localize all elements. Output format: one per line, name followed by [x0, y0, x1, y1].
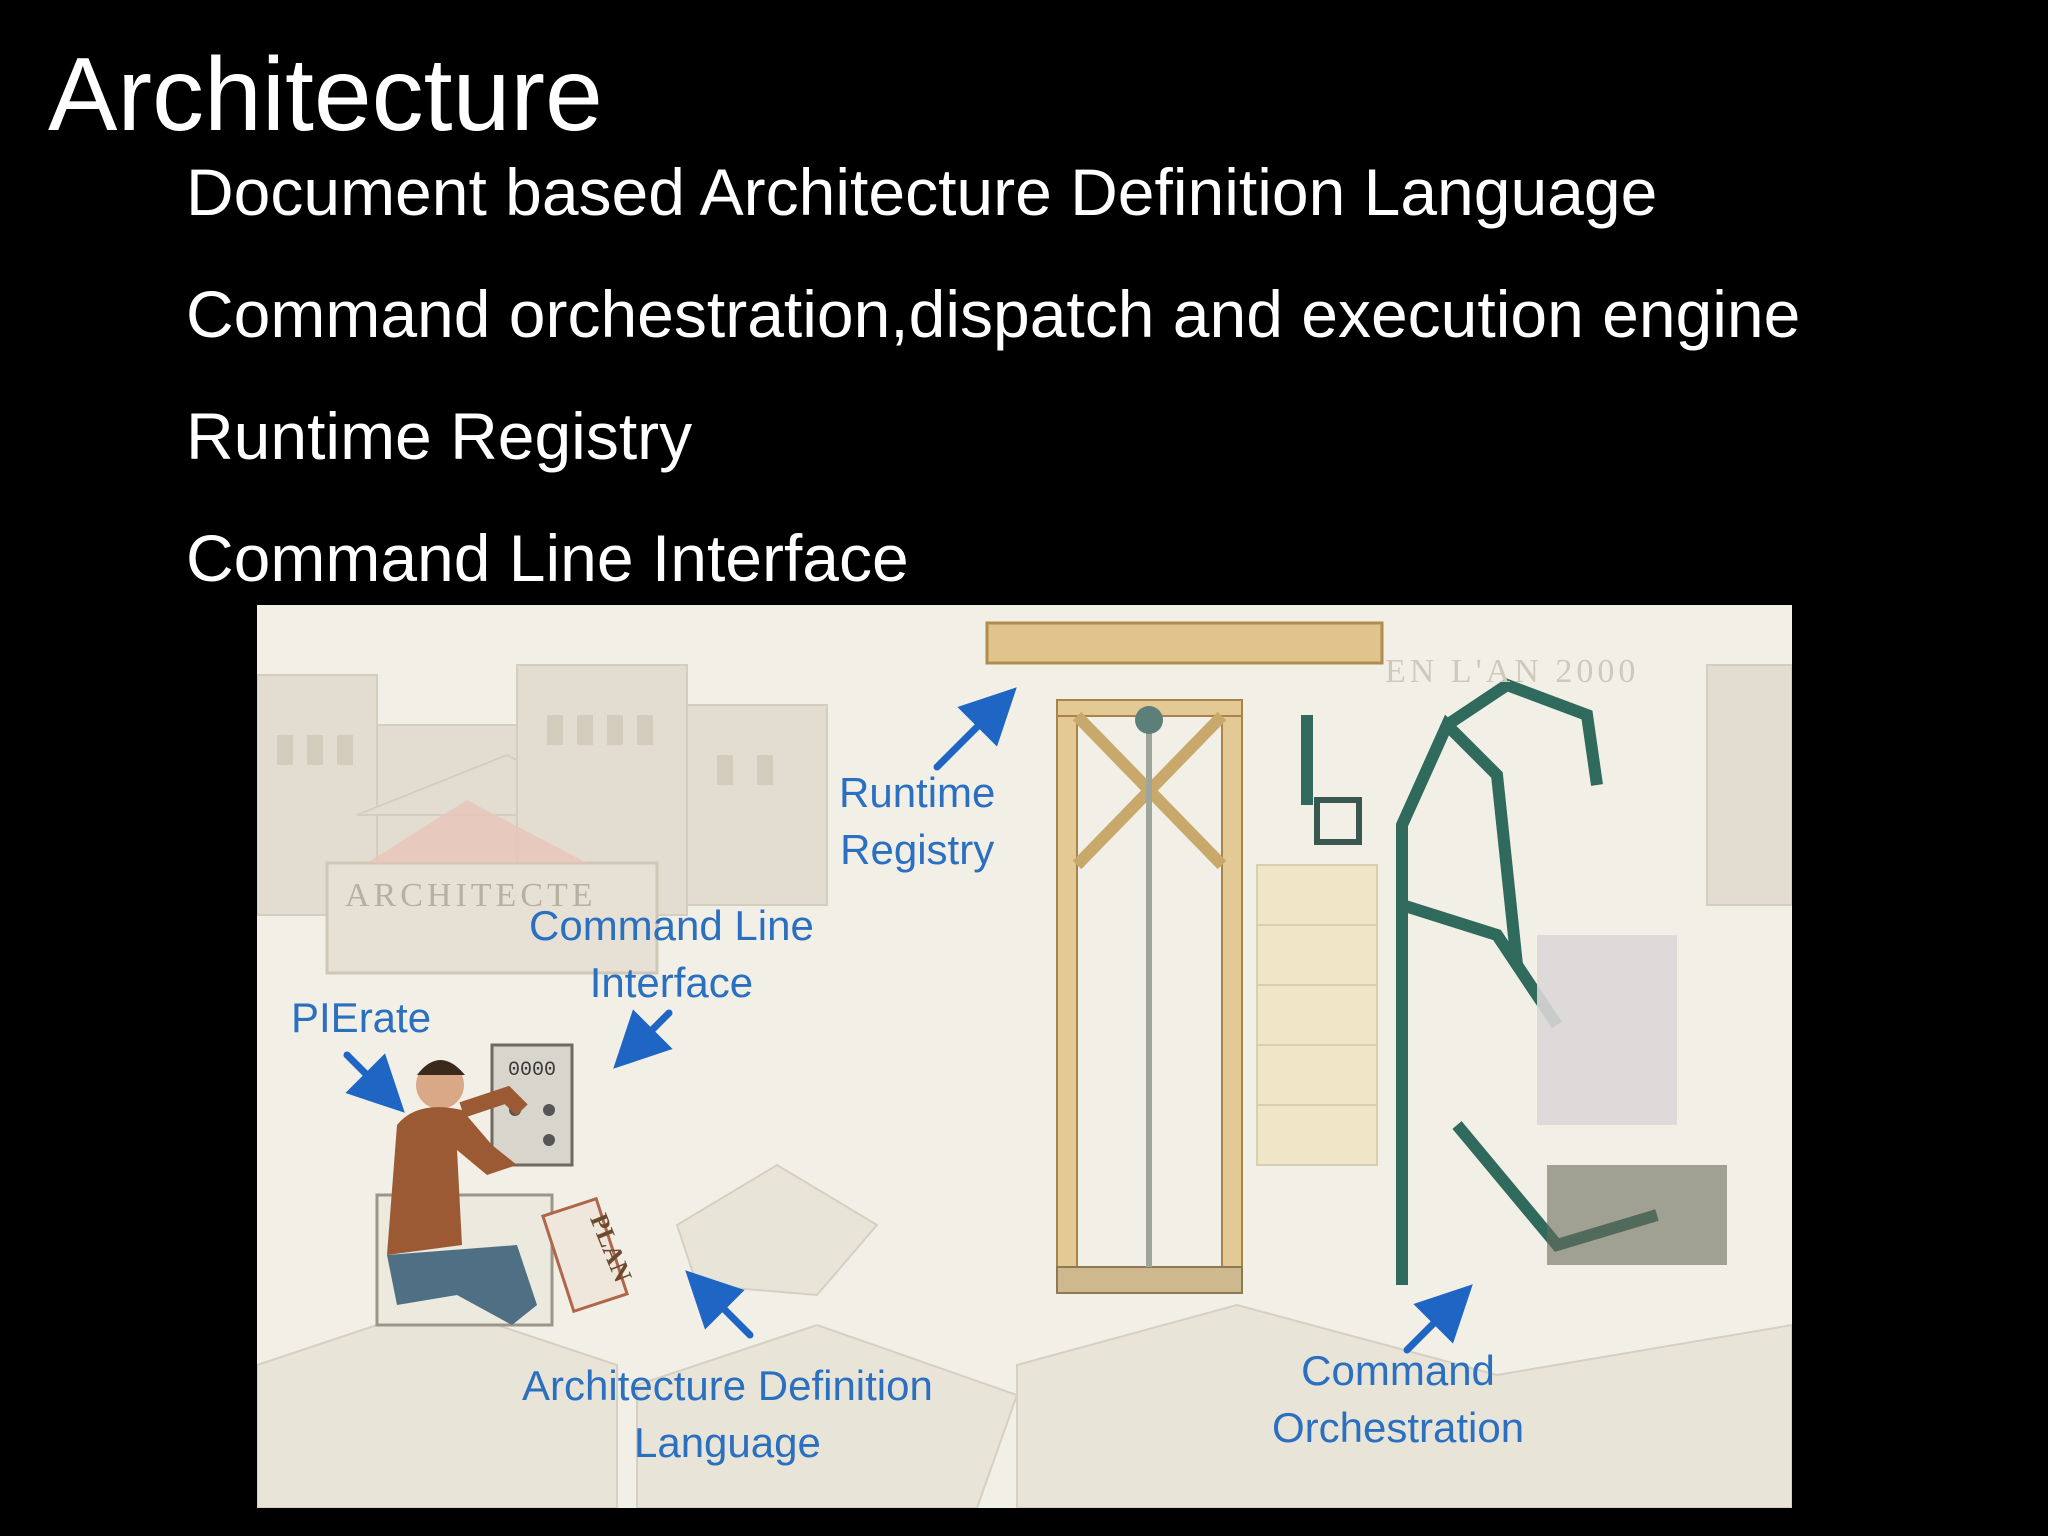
slide-title: Architecture: [48, 37, 603, 153]
machine-crate: [1547, 1165, 1727, 1265]
stone-wall: [1256, 864, 1378, 1166]
label-architecture-definition-language: Architecture Definition Language: [522, 1358, 933, 1471]
building-windows: [277, 715, 773, 785]
year-inscription: EN L'AN 2000: [1385, 653, 1640, 690]
bullet-item: Command Line Interface: [186, 521, 909, 595]
label-line: Orchestration: [1272, 1403, 1525, 1451]
machine-doorway: [1537, 935, 1677, 1125]
label-line: Registry: [840, 825, 995, 873]
arrow-command-line-interface: [613, 1009, 673, 1069]
scaffolding: [985, 621, 1384, 1294]
label-line: Language: [633, 1418, 821, 1466]
arrow-architecture-definition-language: [685, 1270, 754, 1339]
label-line: Runtime: [839, 769, 996, 816]
label-runtime-registry: Runtime Registry: [839, 765, 995, 878]
control-panel-dials: 0000: [508, 1059, 556, 1082]
crane-bucket: [1314, 797, 1362, 845]
bullet-item: Runtime Registry: [186, 399, 693, 473]
architecte-sign: ARCHITECTE: [345, 877, 597, 914]
city-background: [257, 664, 1792, 926]
arrow-pierate: [343, 1051, 405, 1113]
bullet-item: Command orchestration,dispatch and execu…: [186, 277, 1801, 351]
label-line: Interface: [589, 958, 754, 1006]
label-line: Command Line: [529, 902, 814, 949]
operator-figure: [375, 1060, 629, 1327]
label-line: Architecture Definition: [522, 1362, 933, 1409]
label-line: Command: [1301, 1347, 1495, 1394]
rubble-ground: [257, 1163, 1792, 1508]
label-command-orchestration: Command Orchestration: [1272, 1343, 1524, 1456]
label-command-line-interface: Command Line Interface: [529, 898, 814, 1011]
arrow-runtime-registry: [933, 687, 1017, 771]
arrow-command-orchestration: [1403, 1284, 1473, 1354]
illustration-drawing: 0000: [257, 621, 1792, 1508]
label-arrows: [343, 687, 1473, 1354]
architecture-illustration: 0000 ARCHITECTE EN L'AN 2000 PLAN Runtim: [257, 605, 1792, 1508]
bullet-list: Document based Architecture Definition L…: [186, 155, 1800, 643]
label-pierate: PIErate: [291, 994, 432, 1041]
bullet-item: Document based Architecture Definition L…: [186, 155, 1658, 229]
control-panel: 0000: [490, 1043, 574, 1167]
shed-roof: [367, 800, 587, 863]
